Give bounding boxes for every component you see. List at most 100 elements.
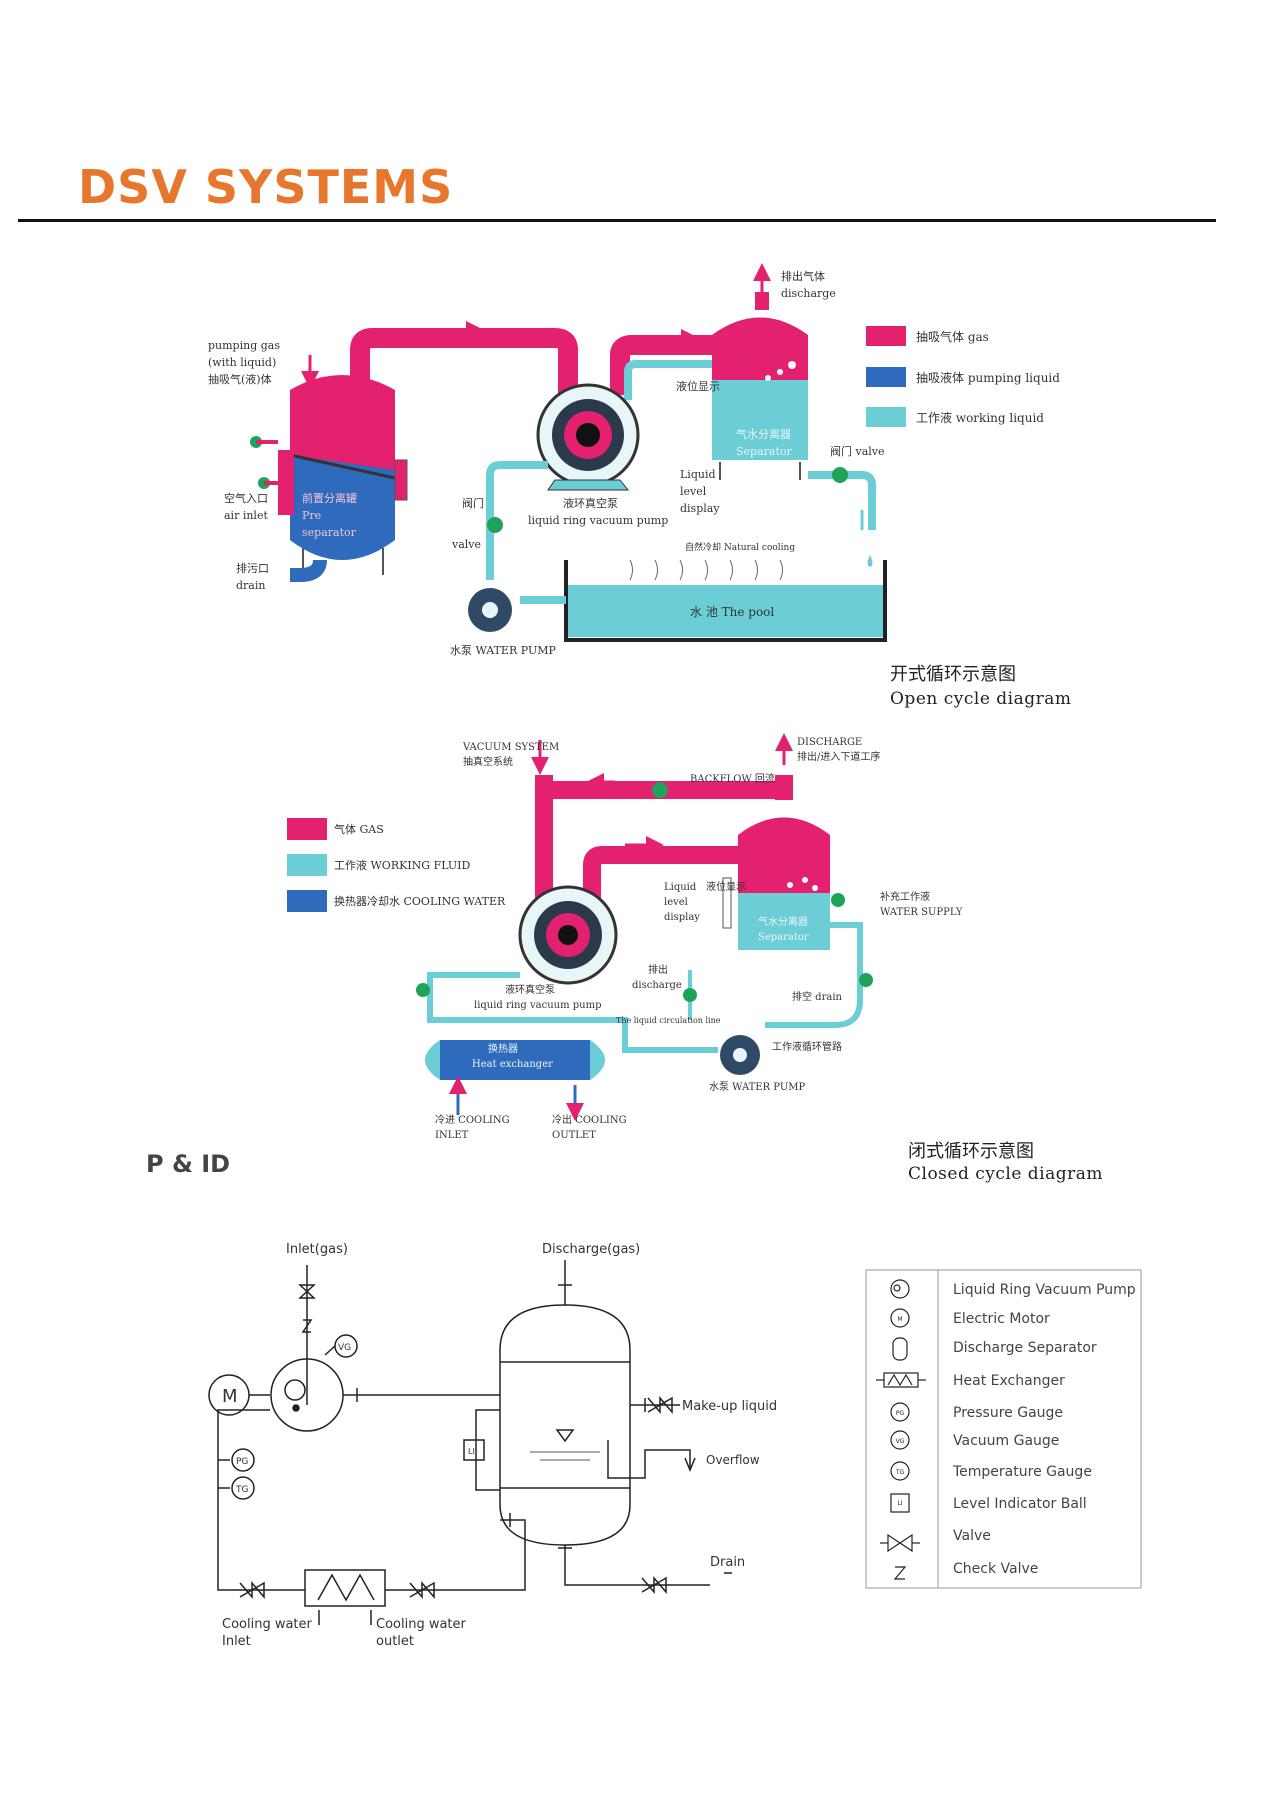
liquid-ring-pump-icon <box>890 1279 910 1299</box>
legend-label: 换热器冷却水 COOLING WATER <box>334 894 506 908</box>
label-natural-cooling: 自然冷却 Natural cooling <box>685 541 795 553</box>
label-pre-separator: Pre <box>302 509 321 522</box>
legend-swatch-working-fluid <box>287 854 327 876</box>
label-pump: 液环真空泵 <box>563 496 618 510</box>
label-level-display: level <box>680 485 707 498</box>
label-circulation-line: The liquid circulation line <box>616 1016 721 1025</box>
pid-label-cooling-inlet: Cooling water <box>222 1617 313 1632</box>
label-discharge: discharge <box>632 980 682 991</box>
pressure-gauge-icon <box>890 1402 910 1422</box>
legend-swatch-cooling-water <box>287 890 327 912</box>
label-level-display: level <box>664 897 688 908</box>
label-heat-exchanger: Heat exchanger <box>472 1059 553 1070</box>
label-separator: 气水分离器 <box>736 427 791 441</box>
pid-label-cooling-inlet: Inlet <box>222 1634 251 1649</box>
legend-label: 工作液 working liquid <box>916 410 1044 425</box>
legend-badge-motor: M <box>897 1316 902 1323</box>
label-pre-separator: 前置分离罐 <box>302 491 357 505</box>
check-valve-icon <box>893 1566 907 1580</box>
pid-label-cooling-outlet: outlet <box>376 1634 414 1649</box>
pid-pg-label: PG <box>236 1457 248 1467</box>
label-valve: 阀门 valve <box>830 444 885 458</box>
separator-tank <box>722 817 830 950</box>
pool <box>564 559 887 642</box>
pid-label-drain: Drain <box>710 1555 745 1570</box>
pid-legend-label: Check Valve <box>953 1561 1038 1577</box>
label-air-inlet: air inlet <box>224 509 268 522</box>
label-level-display: 液位显示 <box>676 379 720 393</box>
closed-cycle-caption-cn: 闭式循环示意图 <box>908 1141 1034 1162</box>
label-cooling-outlet: 冷出 COOLING <box>552 1113 627 1126</box>
electric-motor-icon <box>890 1308 910 1328</box>
pid-legend-label: Level Indicator Ball <box>953 1496 1087 1512</box>
label-discharge: discharge <box>781 287 836 300</box>
closed-cycle-caption-en: Closed cycle diagram <box>908 1164 1104 1184</box>
heat-exchanger <box>425 1040 605 1080</box>
legend-label: 气体 GAS <box>334 822 384 836</box>
label-discharge: 排出/进入下道工序 <box>797 750 880 763</box>
page-title: DSV SYSTEMS <box>78 160 454 214</box>
label-separator: Separator <box>736 445 793 458</box>
legend-swatch-gas <box>287 818 327 840</box>
pid-label-overflow: Overflow <box>706 1453 760 1467</box>
label-pumping-gas: pumping gas <box>208 339 280 352</box>
label-cooling-inlet: INLET <box>435 1130 469 1141</box>
label-pumping-gas: 抽吸气(液)体 <box>208 372 272 386</box>
pid-label-cooling-outlet: Cooling water <box>376 1617 467 1632</box>
temperature-gauge-icon <box>890 1461 910 1481</box>
label-discharge: 排出 <box>648 963 668 976</box>
label-backflow: BACKFLOW 回流 <box>690 772 775 785</box>
legend-label: 工作液 WORKING FLUID <box>334 858 471 872</box>
label-water-supply: 补充工作液 <box>880 890 930 903</box>
gas-pipe-inlet <box>350 328 578 395</box>
discharge-separator <box>499 1304 631 1546</box>
pid-legend-label: Valve <box>953 1528 991 1544</box>
pid-legend-label: Liquid Ring Vacuum Pump <box>953 1282 1136 1298</box>
label-vacuum-system: 抽真空系统 <box>463 755 513 768</box>
label-air-inlet: 空气入口 <box>224 491 268 505</box>
label-heat-exchanger: 换热器 <box>488 1042 518 1055</box>
open-cycle-caption-cn: 开式循环示意图 <box>890 664 1016 685</box>
pre-separator <box>278 375 408 582</box>
vacuum-gauge-icon <box>890 1430 910 1450</box>
pid-legend-label: Heat Exchanger <box>953 1373 1065 1389</box>
label-separator: 气水分离器 <box>758 915 808 928</box>
label-level-display: 液位显示 <box>706 880 746 893</box>
label-valve: valve <box>451 538 481 551</box>
discharge-separator-icon <box>892 1337 908 1361</box>
label-water-pump: 水泵 WATER PUMP <box>450 644 556 657</box>
label-water-supply: WATER SUPPLY <box>880 907 963 918</box>
label-vacuum-system: VACUUM SYSTEM <box>462 742 559 753</box>
pid-li-label: LI <box>468 1447 475 1456</box>
heat-exchanger <box>304 1569 386 1607</box>
legend-badge-tg: TG <box>895 1469 905 1476</box>
label-level-display: display <box>664 912 700 923</box>
closed-cycle-diagram: 气体 GAS 工作液 WORKING FLUID 换热器冷却水 COOLING … <box>287 733 963 1141</box>
temperature-gauge <box>231 1476 255 1500</box>
legend-label: 抽吸液体 pumping liquid <box>916 370 1060 385</box>
open-cycle-diagram: 抽吸气体 gas 抽吸液体 pumping liquid 工作液 working… <box>208 263 1060 657</box>
separator-tank <box>712 292 808 480</box>
gas-pipe-outlet <box>610 335 720 395</box>
pid-vg-label: VG <box>338 1343 351 1353</box>
label-circulation: 工作液循环管路 <box>772 1040 842 1053</box>
pid-legend-label: Pressure Gauge <box>953 1405 1063 1421</box>
legend-badge-vg: VG <box>896 1438 905 1445</box>
vacuum-gauge <box>334 1334 358 1358</box>
legend-swatch-working-liquid <box>866 407 906 427</box>
pid-tg-label: TG <box>235 1485 248 1495</box>
label-pool: 水 池 The pool <box>690 605 774 619</box>
pid-legend-label: Vacuum Gauge <box>953 1433 1059 1449</box>
label-valve: 阀门 <box>462 496 484 510</box>
label-water-pump: 水泵 WATER PUMP <box>709 1081 806 1093</box>
label-pre-separator: separator <box>302 526 357 539</box>
legend-badge-li: LI <box>897 1500 902 1507</box>
pid-label-discharge: Discharge(gas) <box>542 1242 640 1257</box>
label-cooling-inlet: 冷进 COOLING <box>435 1113 510 1126</box>
label-drain: drain <box>236 579 265 592</box>
label-pumping-gas: (with liquid) <box>208 356 276 369</box>
legend-swatch-pumping-liquid <box>866 367 906 387</box>
legend-label: 抽吸气体 gas <box>916 329 989 344</box>
pid-label-inlet: Inlet(gas) <box>286 1242 348 1257</box>
